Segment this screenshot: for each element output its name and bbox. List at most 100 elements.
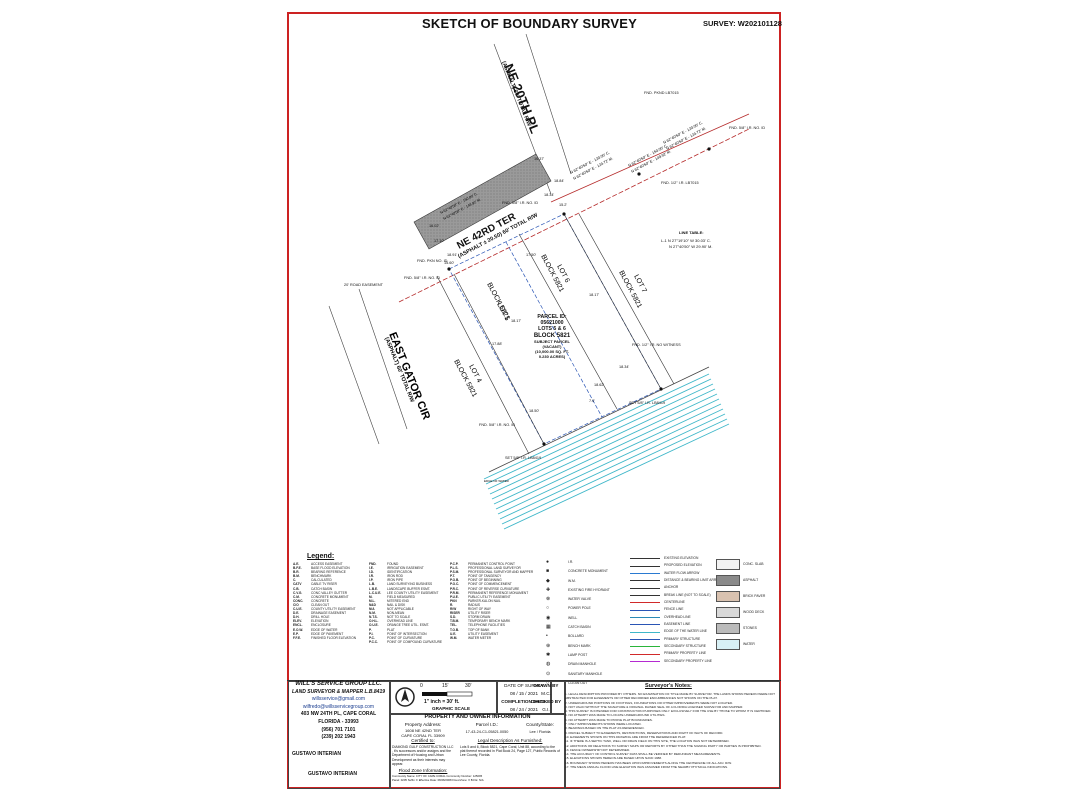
- legend-symbols: ●I.R.■CONCRETE MONUMENT◆W.M.✚EXISTING FI…: [546, 558, 610, 688]
- legend-line-label: SECONDARY STRUCTURE: [664, 644, 707, 649]
- scale-label: 1" inch = 30' ft.: [424, 699, 460, 705]
- legend-hatch-row: WOOD DECK: [716, 604, 765, 620]
- legend-meaning: LANDSCAPE BUFFER ESMT.: [387, 586, 431, 591]
- parcel-line-4: BLOCK 5821: [534, 333, 571, 339]
- legend-symbol-icon: ⊕: [546, 642, 551, 649]
- line-table-row-2: N 27°40'50" W 29.90' M.: [669, 244, 712, 249]
- note-item: 15. ELEVATIONS SHOWN HEREON ARE BASED UP…: [565, 756, 662, 761]
- legend-line-row: PRIMARY PROPERTY LINE: [630, 650, 722, 657]
- company-box: [288, 681, 390, 789]
- legend-symbol-label: BENCH MARK: [568, 643, 591, 648]
- legend-meaning: FINISHED FLOOR ELEVATION: [311, 635, 357, 640]
- legend-symbol-row: ✱LAMP POST: [546, 651, 610, 660]
- legend-symbol-label: I.R.: [568, 560, 574, 564]
- legend-row: ENCL.ENCLOSURE: [293, 623, 356, 627]
- legend-abbr: S.D.: [450, 615, 457, 620]
- edge-water-label: EDGE OF WATER: [484, 479, 510, 483]
- legend-line-swatch: [630, 594, 660, 596]
- dist-4: 15.2': [559, 203, 567, 207]
- legend-meaning: LAND SURVEYING BUSINESS: [387, 582, 433, 587]
- company-phone-1: (956) 701 7101: [321, 726, 356, 733]
- legend-symbol-icon: ▦: [546, 624, 551, 631]
- legend-row: O.H.L.OVERHEAD LINE: [369, 619, 442, 623]
- water-hatch: [483, 373, 730, 530]
- legend-hatch-swatch: [716, 590, 740, 602]
- legend-line-swatch: [630, 580, 660, 582]
- legend-line-swatch: [630, 587, 660, 589]
- legend-line-label: ANCHOR: [664, 585, 679, 590]
- legend-abbr: I.E.: [369, 566, 374, 571]
- legend-meaning: ORANGE TREE UTIL. ESMT.: [387, 623, 430, 628]
- legend-abbr: B.M.: [293, 574, 300, 579]
- legend-line-swatch: [630, 638, 660, 640]
- legend-row: P.PLAT: [369, 628, 442, 632]
- legend-row: U.E.UTILITY EASEMENT: [450, 632, 533, 636]
- legend-meaning: CONC VALLEY GUTTER: [311, 590, 348, 595]
- dist-12: 17.88': [492, 342, 503, 346]
- note-item: 4. THIS SURVEY IS INTENDED FOR CONSTRUCT…: [565, 709, 772, 714]
- legend-meaning: IDENTIFICATION: [387, 570, 413, 575]
- dist-13: 18.34': [619, 365, 630, 369]
- dist-5: 16.02': [429, 224, 440, 228]
- legend-abbr: C.B.: [293, 586, 300, 591]
- scale-tick-15: 15': [442, 683, 449, 689]
- legend-line-label: OVERHEAD LINE: [664, 614, 691, 619]
- legend-hatch-row: BRICK PAVER: [716, 588, 765, 604]
- legend-hatch-swatch: [716, 638, 740, 650]
- legend-hatch-row: ASPHALT: [716, 572, 765, 588]
- legend-symbol-icon: ◉: [546, 614, 551, 621]
- notes-box: [565, 681, 780, 789]
- legend-symbol-row: ○POWER POLE: [546, 604, 610, 613]
- company-address-1: 403 NW 24TH PL, CAPE CORAL: [300, 711, 377, 718]
- legend-meaning: PROFESSIONAL SURVEYOR AND MAPPER: [468, 570, 534, 575]
- legend-line-row: EASEMENT LINE: [630, 621, 722, 628]
- note-item: 9. PARCEL SUBJECT TO EASEMENTS, RESTRICT…: [565, 730, 724, 735]
- legend-abbr: P.L.S.: [450, 566, 459, 571]
- legend-row: P.O.C.POINT OF COMMENCEMENT: [450, 582, 533, 586]
- legend-abbr: FND.: [369, 562, 377, 566]
- legend-abbr: T.O.B.: [450, 627, 460, 632]
- note-item: 1. LEGAL DESCRIPTION PROVIDED BY OTHERS.…: [565, 692, 775, 701]
- legend-meaning: PLAT: [387, 627, 395, 632]
- legend-line-label: EDGE OF THE WATER LINE: [664, 629, 707, 634]
- legend-line-swatch: [630, 624, 660, 626]
- legend-abbr: L.B.: [369, 582, 376, 587]
- legend-meaning: TEMPORARY BENCH MARK: [468, 619, 511, 624]
- legend-row: C.B.CATCH BASIN: [293, 587, 356, 591]
- company-email-1[interactable]: willsservice@gmail.com: [311, 696, 366, 703]
- legal-hdr: Legal Description As Furnished:: [477, 738, 543, 743]
- legend-meaning: FOUND: [387, 562, 399, 566]
- legend-symbol-label: CONCRETE MONUMENT: [568, 569, 608, 574]
- line-table-row-1: L-1 N 27°19'10" W 30.03' C.: [661, 238, 711, 243]
- legend-abbr: E.O.W.: [293, 627, 304, 632]
- note-item: 10. EASEMENTS SHOWN ON THIS DRAWING ARE …: [565, 734, 687, 739]
- county-hdr: County/State:: [526, 722, 554, 727]
- parcel-line-5: SUBJECT PARCEL: [534, 339, 570, 344]
- note-item: 16. BOUNDARY SHOWN HEREON HAS BEEN UPON …: [565, 760, 732, 765]
- legend-symbol-icon: ○: [546, 605, 550, 612]
- legend-abbr: C/O: [293, 602, 299, 607]
- seawall: [488, 366, 710, 473]
- legend-meaning: BASE FLOOD ELEVATION: [311, 566, 350, 571]
- legend-row: P.O.B.POINT OF BEGINNING: [450, 578, 533, 582]
- dist-15: 18.50': [529, 409, 540, 413]
- legend-abbr: P.T.: [450, 574, 456, 579]
- note-item: 7. ONLY IMPROVEMENTS SHOWN WERE LOCATED.: [565, 722, 642, 727]
- legend-meaning: NOT APPLICABLE: [387, 607, 414, 612]
- legend-abbr: T.B.M.: [450, 619, 460, 624]
- legend-line-label: PRIMARY PROPERTY LINE: [664, 651, 707, 656]
- fnd-pin-w: FND. PKN NO. ID: [417, 259, 448, 263]
- legend-row: N.T.S.NOT TO SCALE: [369, 615, 442, 619]
- legend-hatch-label: WATER: [743, 642, 755, 646]
- legend-abbr: P.C.P.: [450, 562, 459, 566]
- note-item: 8. BEARINGS BASED ON THE PLAT AS REFEREN…: [565, 726, 645, 731]
- legend-line-swatch: [630, 653, 660, 655]
- company-email-2[interactable]: wilfredo@willsservicegroup.com: [302, 703, 375, 710]
- legend-abbr: M.: [369, 594, 373, 599]
